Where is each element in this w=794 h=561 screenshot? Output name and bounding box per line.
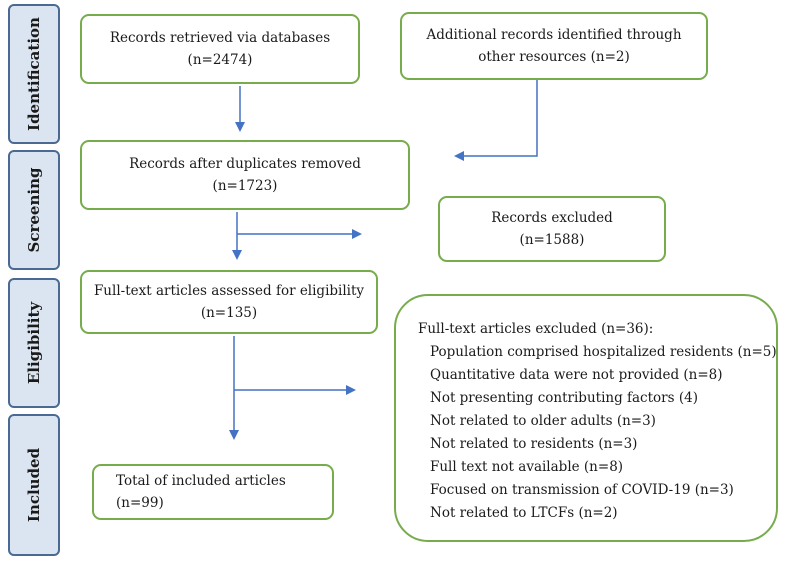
after-duplicates-box: Records after duplicates removed (n=1723… [80,140,410,210]
after-duplicates-text: Records after duplicates removed [129,156,361,172]
stage-identification: Identification [8,4,60,144]
stage-included: Included [8,414,60,556]
stage-screening: Screening [8,150,60,270]
after-duplicates-count: (n=1723) [212,178,278,194]
fulltext-excluded-box: Full-text articles excluded (n=36): Popu… [394,294,778,542]
exclusion-reason: Quantitative data were not provided (n=8… [430,367,723,383]
exclusion-reason: Focused on transmission of COVID-19 (n=3… [430,482,734,498]
records-retrieved-box: Records retrieved via databases (n=2474) [80,14,360,84]
fulltext-excluded-heading: Full-text articles excluded (n=36): [418,321,654,337]
arrow-additional-to-duplicates [454,80,538,161]
exclusion-reason: Full text not available (n=8) [430,459,624,475]
records-excluded-count: (n=1588) [519,232,585,248]
records-retrieved-count: (n=2474) [187,52,253,68]
exclusion-reason: Not presenting contributing factors (4) [430,390,698,406]
exclusion-reason: Not related to LTCFs (n=2) [430,505,618,521]
records-excluded-box: Records excluded (n=1588) [438,196,666,262]
stage-eligibility: Eligibility [8,278,60,408]
records-excluded-text: Records excluded [491,210,613,226]
additional-records-text: Additional records identified through [426,27,682,43]
fulltext-assessed-box: Full-text articles assessed for eligibil… [80,270,378,334]
records-retrieved-text: Records retrieved via databases [109,30,331,46]
fulltext-assessed-text: Full-text articles assessed for eligibil… [93,283,365,299]
total-included-text: Total of included articles (n=99) [116,473,286,511]
exclusion-reason: Not related to residents (n=3) [430,436,638,452]
additional-records-count: other resources (n=2) [478,49,630,65]
total-included-box: Total of included articles (n=99) [92,464,334,520]
exclusion-reasons-list: Population comprised hospitalized reside… [430,341,777,525]
fulltext-assessed-count: (n=135) [200,305,258,321]
exclusion-reason: Population comprised hospitalized reside… [430,344,777,360]
exclusion-reason: Not related to older adults (n=3) [430,413,656,429]
additional-records-box: Additional records identified through ot… [400,12,708,80]
